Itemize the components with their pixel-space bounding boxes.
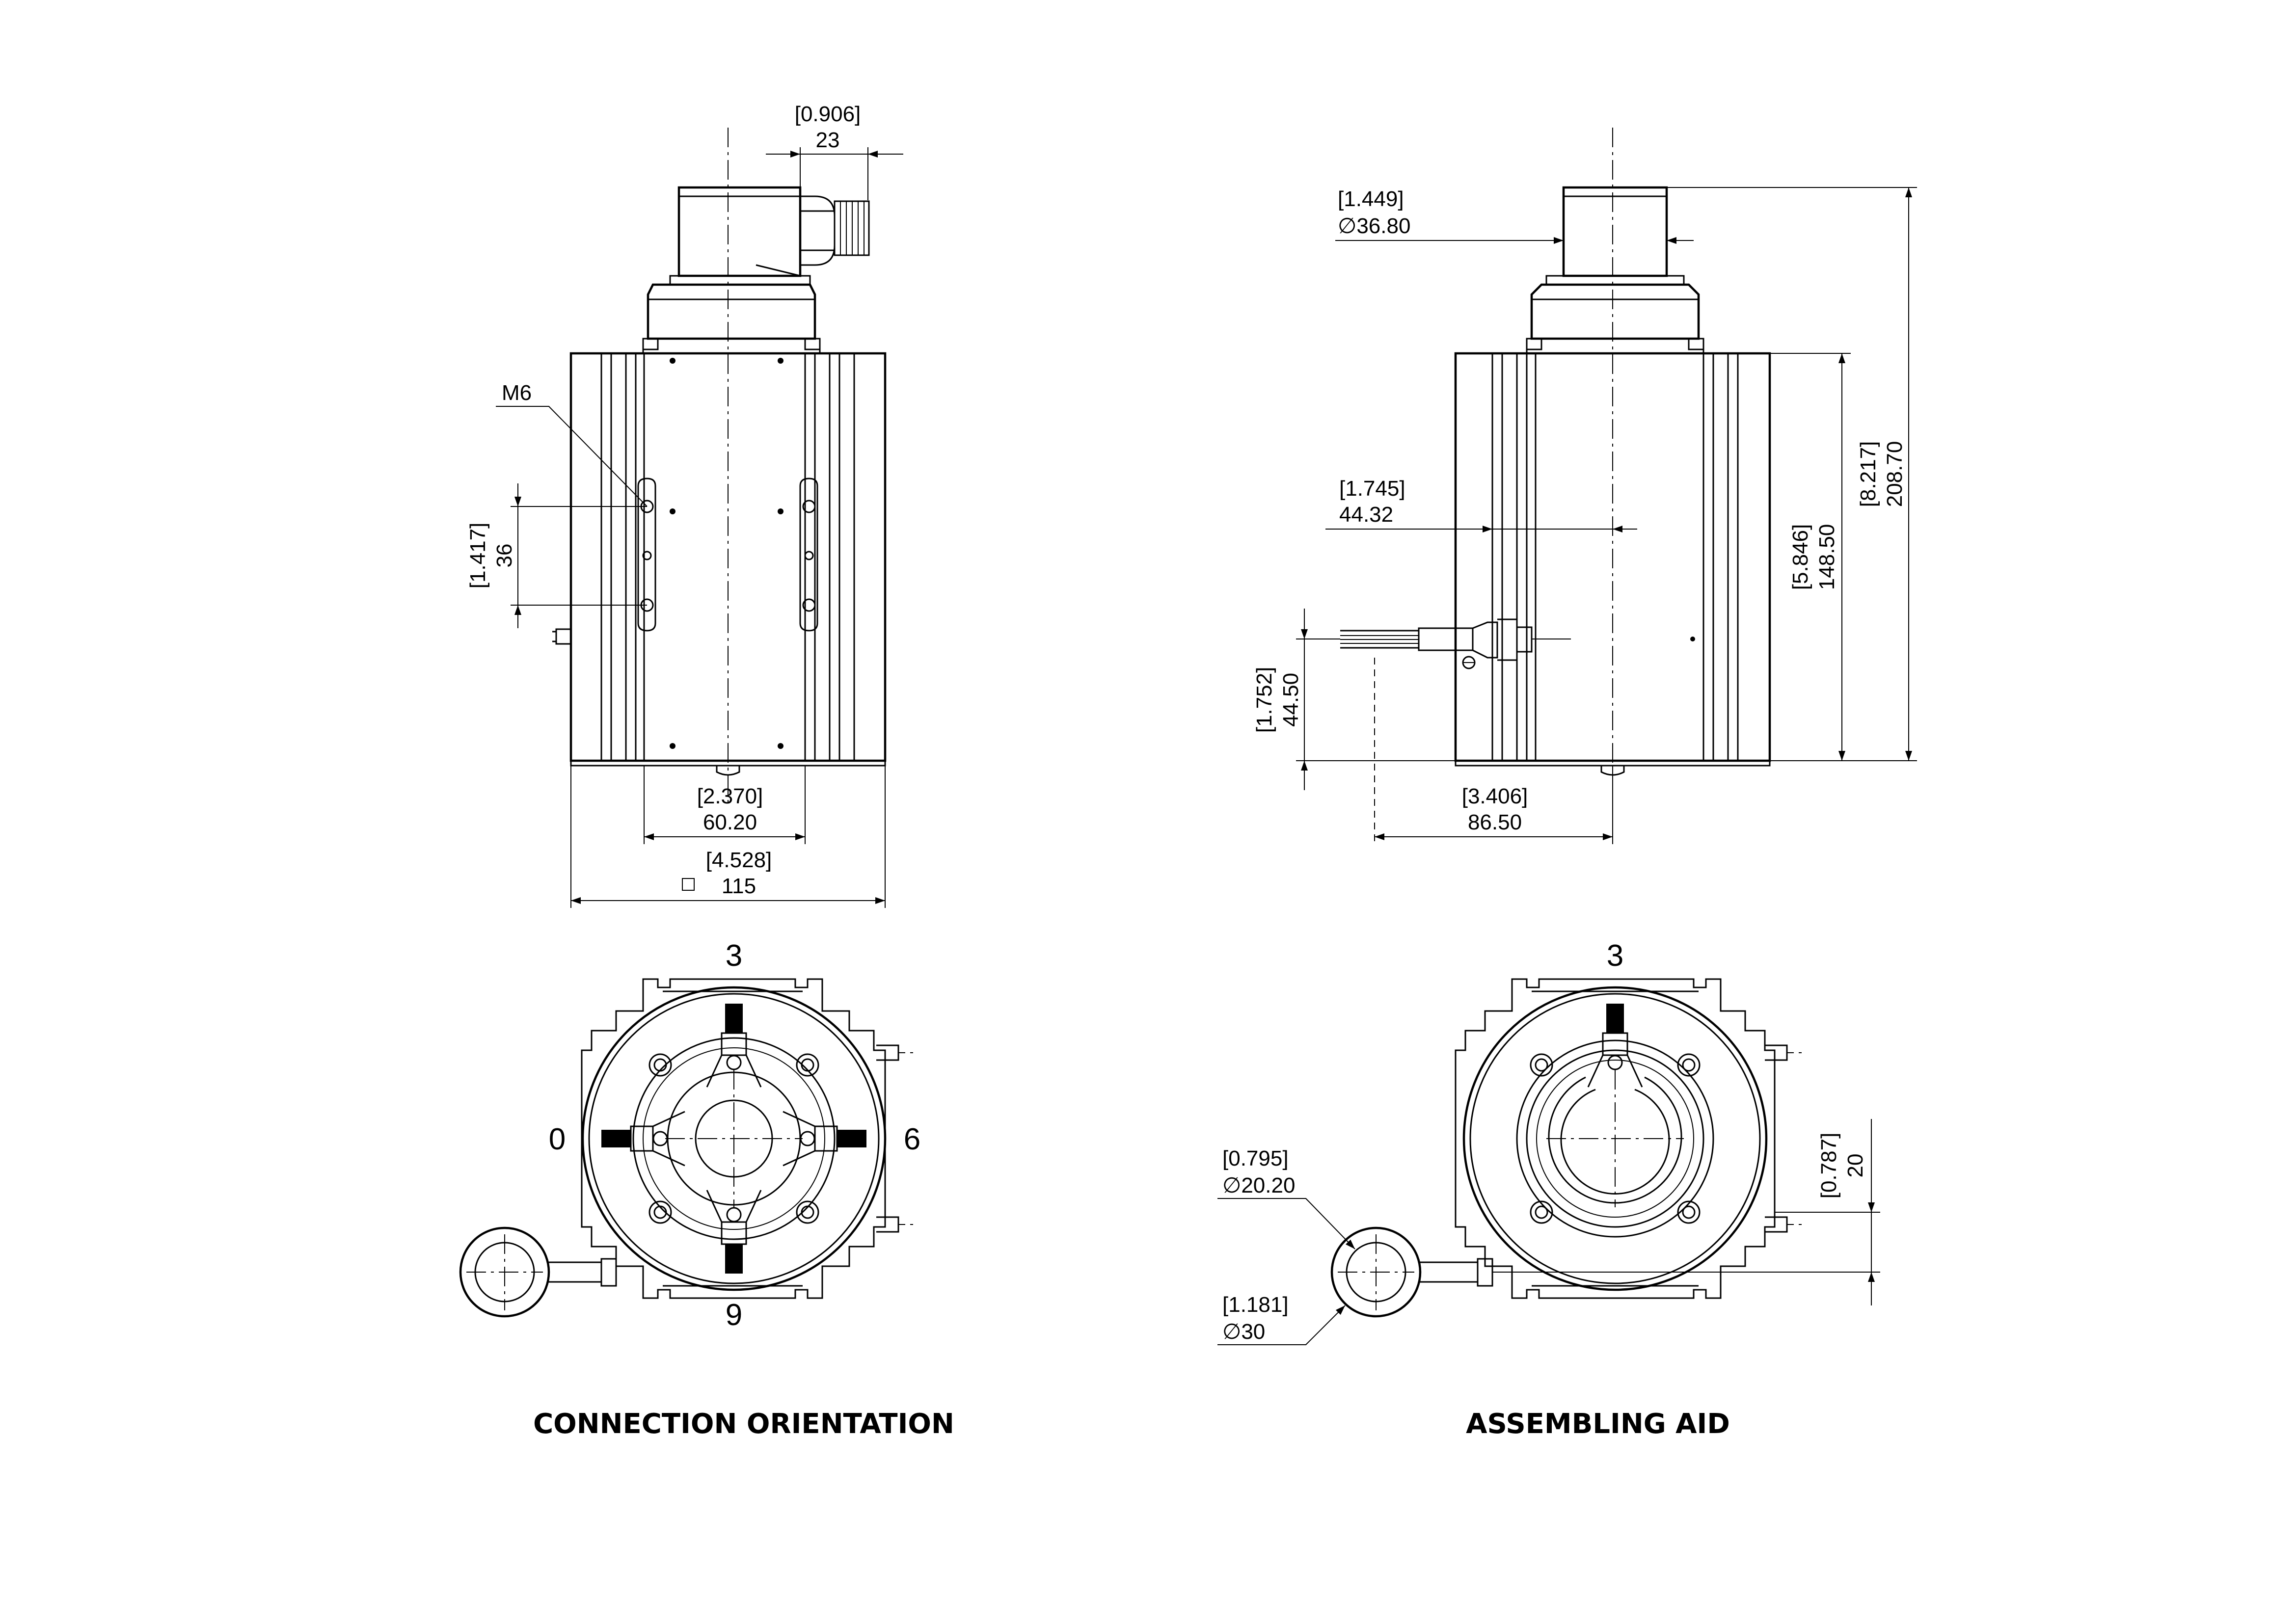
connection-orientation-view: 3 0 6 9 <box>459 939 920 1332</box>
dim-hole-spacing-inch: [1.417] <box>466 523 490 589</box>
dim-ring-offset: [0.787] 20 <box>1492 1119 1880 1305</box>
dim-square-width-inch: [4.528] <box>706 848 772 872</box>
dim-inner-width-inch: [2.370] <box>697 784 763 808</box>
dim-cable-offset-mm: 86.50 <box>1468 810 1522 834</box>
square-profile <box>581 978 886 1299</box>
dim-body-height: [5.846] 148.50 <box>1770 353 1851 761</box>
dim-side-offset-inch: [1.745] <box>1339 477 1405 501</box>
dim-cable-height-mm: 44.50 <box>1279 673 1303 727</box>
orientation-right: 6 <box>904 1122 920 1156</box>
connector-housing <box>669 186 870 286</box>
dim-cable-height: [1.752] 44.50 <box>1252 609 1456 790</box>
dim-square-width: [4.528] 115 <box>570 766 886 908</box>
connector-positions <box>601 1004 866 1274</box>
adapter-ring <box>642 283 821 354</box>
assembling-aid-view: 3 [0.795] ∅20.20 [1.181] ∅30 [0.787] 20 <box>1217 939 1880 1345</box>
dim-ring-offset-inch: [0.787] <box>1817 1133 1841 1199</box>
dim-side-offset-mm: 44.32 <box>1339 503 1393 527</box>
dim-inner-width: [2.370] 60.20 <box>644 766 806 844</box>
front-view: [0.906] 23 M6 [1.417] 36 [2.370] 60.20 <box>466 102 903 908</box>
dim-hole-spacing: [1.417] 36 <box>466 483 647 628</box>
dim-connector-offset: [0.906] 23 <box>766 102 903 200</box>
square-symbol <box>682 878 695 891</box>
aid-orientation-top: 3 <box>1607 939 1623 973</box>
dim-ring-outer-mm: ∅30 <box>1222 1320 1265 1344</box>
caption-assembling-aid: ASSEMBLING AID <box>1466 1408 1730 1440</box>
dim-ring-outer-inch: [1.181] <box>1222 1293 1289 1317</box>
dim-ring-outer: [1.181] ∅30 <box>1217 1293 1346 1345</box>
dim-cap-diameter-inch: [1.449] <box>1338 187 1404 211</box>
aid-screws <box>1530 1053 1701 1224</box>
mounting-screws <box>648 1053 819 1224</box>
dim-cable-offset-inch: [3.406] <box>1462 784 1528 808</box>
dim-ring-inner-inch: [0.795] <box>1222 1146 1289 1171</box>
orientation-left: 0 <box>549 1122 566 1156</box>
assembly-ring <box>459 1226 617 1318</box>
cable-gland <box>1340 618 1571 669</box>
dim-connector-offset-mm: 23 <box>816 128 840 152</box>
dim-body-height-mm: 148.50 <box>1815 524 1839 590</box>
dim-side-offset: [1.745] 44.32 <box>1325 477 1637 736</box>
thread-label: M6 <box>502 381 532 405</box>
aid-ring <box>1330 1226 1493 1318</box>
dim-hole-spacing-mm: 36 <box>492 544 516 568</box>
dim-ring-offset-mm: 20 <box>1843 1154 1867 1178</box>
top-cap <box>1562 186 1668 277</box>
side-view: [1.449] ∅36.80 [1.745] 44.32 [1.752] 44.… <box>1252 128 1917 844</box>
dim-square-width-mm: 115 <box>722 874 756 898</box>
dim-inner-width-mm: 60.20 <box>703 810 757 834</box>
main-body <box>552 352 887 776</box>
dim-cable-height-inch: [1.752] <box>1252 667 1276 733</box>
dim-ring-inner-mm: ∅20.20 <box>1222 1173 1295 1197</box>
dim-thread-m6: M6 <box>496 381 648 507</box>
dim-cap-diameter-mm: ∅36.80 <box>1338 214 1410 238</box>
dim-ring-inner: [0.795] ∅20.20 <box>1217 1146 1355 1250</box>
dim-body-height-inch: [5.846] <box>1788 524 1812 590</box>
dim-cable-offset: [3.406] 86.50 <box>1374 658 1613 844</box>
dim-total-height-inch: [8.217] <box>1856 441 1880 507</box>
dim-total-height-mm: 208.70 <box>1883 441 1907 507</box>
orientation-top: 3 <box>726 939 742 973</box>
orientation-bottom: 9 <box>726 1298 742 1332</box>
aid-connector <box>1587 1004 1643 1088</box>
aid-square-profile <box>1455 978 1776 1299</box>
dim-total-height: [8.217] 208.70 <box>1667 187 1917 761</box>
dim-cap-diameter: [1.449] ∅36.80 <box>1335 187 1694 244</box>
dim-connector-offset-inch: [0.906] <box>795 102 861 126</box>
caption-connection-orientation: CONNECTION ORIENTATION <box>533 1408 954 1440</box>
